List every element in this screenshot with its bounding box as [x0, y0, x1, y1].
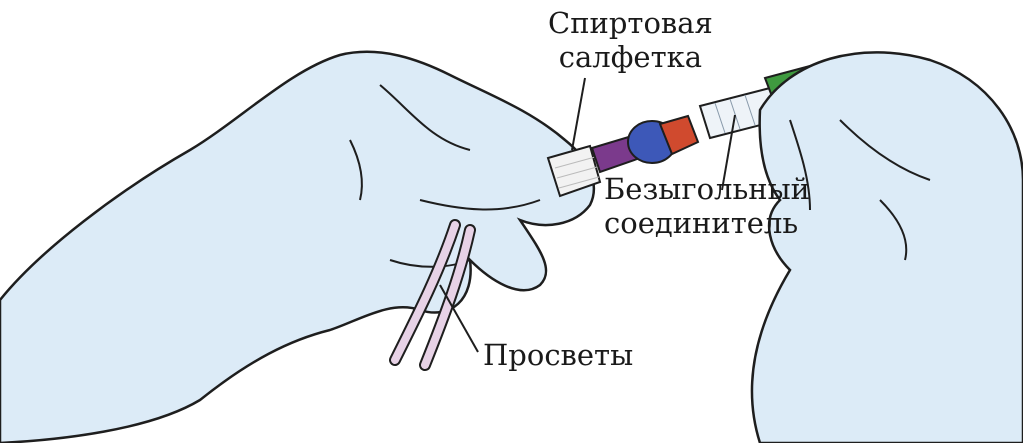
catheter-hub — [592, 116, 698, 172]
right-gloved-hand — [752, 52, 1023, 443]
label-alcohol-wipe: Спиртовая салфетка — [548, 6, 713, 74]
left-glove-shape — [0, 52, 594, 443]
label-alcohol-wipe-line2: салфетка — [548, 40, 713, 74]
label-needleless-connector-line1: Безыгольный — [604, 172, 810, 206]
label-needleless-connector: Безыгольный соединитель — [604, 172, 810, 240]
label-needleless-connector-line2: соединитель — [604, 206, 810, 240]
label-alcohol-wipe-line1: Спиртовая — [548, 6, 713, 40]
leader-wipe — [572, 78, 585, 150]
label-lumens: Просветы — [483, 338, 633, 372]
left-gloved-hand — [0, 52, 594, 443]
right-glove-shape — [752, 52, 1023, 443]
